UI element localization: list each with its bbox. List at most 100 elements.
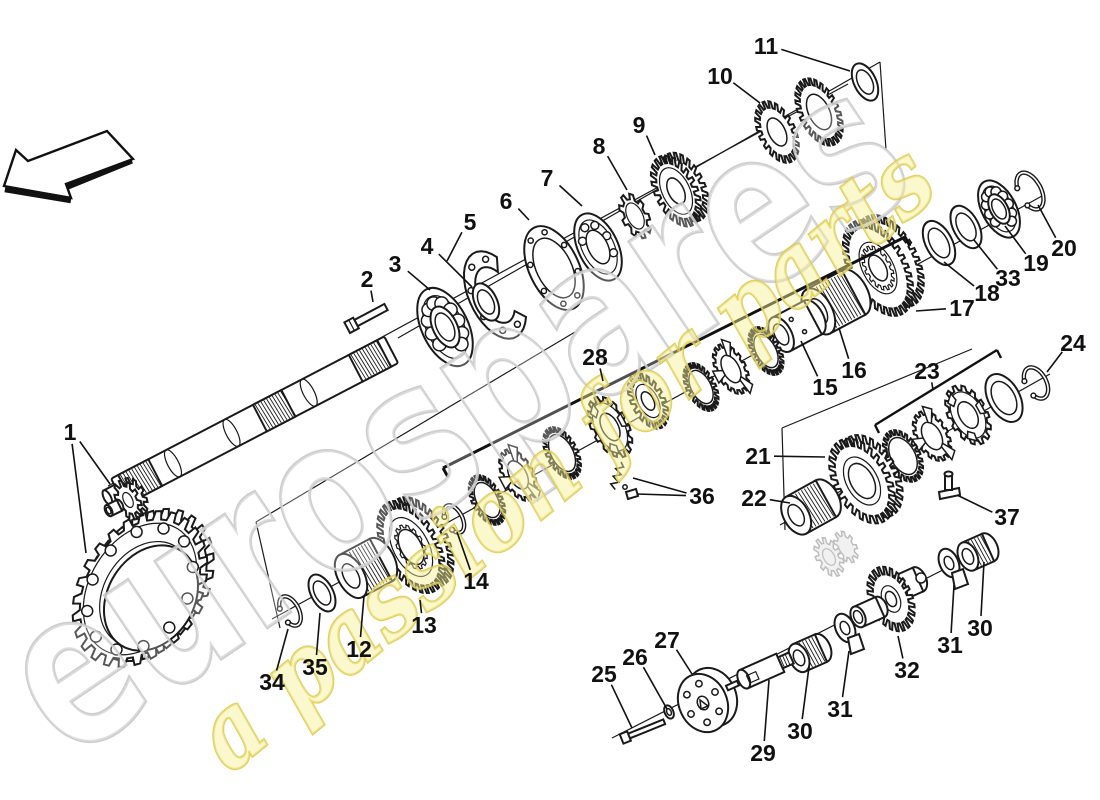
callout-leader [915, 308, 947, 312]
part-callout-30: 30 [787, 666, 813, 744]
part-callout-33: 33 [973, 239, 1021, 291]
callout-leader [769, 498, 791, 504]
callout-leader [841, 650, 850, 698]
part-number-label: 37 [994, 504, 1020, 530]
part-number-label: 23 [914, 358, 940, 384]
callout-leader [275, 628, 289, 671]
callout-leader [636, 493, 687, 497]
part-number-label: 24 [1060, 330, 1086, 356]
callout-leader [610, 684, 633, 729]
callout-leader [632, 477, 687, 494]
part-callout-29: 29 [750, 679, 776, 766]
callout-leader [801, 666, 810, 720]
direction-arrow-left [2, 129, 136, 204]
callout-leader [956, 494, 993, 513]
part-callout-6: 6 [500, 188, 530, 221]
part-callout-4: 4 [421, 233, 473, 288]
part-number-label: 28 [582, 344, 608, 370]
arrow-shadow-tail [67, 158, 133, 190]
part-callout-31: 31 [827, 650, 853, 722]
part-callout-16: 16 [838, 327, 867, 383]
part-number-label: 15 [812, 374, 838, 400]
part-callout-28: 28 [582, 344, 608, 382]
callout-leader [1046, 351, 1063, 373]
callout-leader [675, 649, 693, 675]
part-callout-37: 37 [956, 494, 1020, 530]
callout-leader [645, 135, 656, 156]
part-number-label: 4 [421, 233, 434, 259]
part-number-label: 30 [967, 615, 993, 641]
callout-leader [315, 612, 321, 656]
part-number-label: 33 [995, 265, 1021, 291]
part-number-label: 30 [787, 718, 813, 744]
part-number-label: 20 [1051, 235, 1077, 261]
part-callout-7: 7 [541, 165, 583, 207]
part-callout-22: 22 [741, 485, 791, 511]
callout-leader [1004, 225, 1027, 255]
part-number-label: 22 [741, 485, 767, 511]
part-callout-11: 11 [754, 33, 851, 72]
callout-leader [446, 231, 463, 262]
part-callout-20: 20 [1037, 204, 1077, 261]
part-callout-15: 15 [800, 340, 838, 400]
part-number-label: 1 [64, 419, 77, 445]
part-callout-19: 19 [1004, 225, 1049, 276]
part-number-label: 16 [841, 357, 867, 383]
part-callout-26: 26 [622, 644, 668, 710]
arrow-shadow-head [4, 185, 72, 204]
part-number-label: 36 [689, 483, 715, 509]
part-callout-32: 32 [894, 635, 920, 683]
part-callout-2: 2 [361, 266, 374, 303]
part-number-label: 27 [654, 627, 680, 653]
part-number-label: 10 [707, 63, 733, 89]
part-number-label: 29 [750, 740, 776, 766]
part-number-label: 11 [754, 33, 779, 59]
part-callout-17: 17 [915, 295, 975, 321]
part-number-label: 21 [745, 443, 771, 469]
part-callout-36: 36 [632, 477, 715, 509]
callout-leader [1037, 204, 1057, 239]
callout-leader [558, 184, 583, 207]
part-number-label: 5 [464, 209, 477, 235]
part-callout-12: 12 [346, 595, 372, 662]
part-callout-30: 30 [967, 561, 993, 641]
callout-leader [407, 270, 431, 291]
part-callout-13: 13 [411, 599, 437, 638]
callout-leader [931, 382, 934, 391]
callout-leader [370, 290, 374, 303]
diagram-linework [71, 61, 1051, 745]
part-callout-35: 35 [302, 612, 328, 680]
callout-leader [456, 531, 471, 571]
callout-leader [897, 635, 904, 659]
callout-leader [838, 327, 850, 359]
part-number-label: 13 [411, 612, 437, 638]
part-callout-23: 23 [914, 358, 940, 391]
callout-leader [980, 561, 985, 617]
callout-leader [642, 666, 668, 710]
part-callout-10: 10 [707, 63, 761, 104]
callout-leader [599, 368, 604, 382]
part-number-label: 3 [389, 251, 402, 277]
part-number-label: 31 [827, 696, 853, 722]
part-callout-34: 34 [259, 628, 289, 695]
callout-leader [606, 155, 628, 191]
part-number-label: 17 [949, 295, 975, 321]
part-number-label: 8 [593, 133, 606, 159]
part-callout-8: 8 [593, 133, 628, 191]
callout-leader [79, 441, 111, 485]
callout-leader [359, 595, 365, 638]
part-number-label: 32 [894, 657, 920, 683]
part-callout-21: 21 [745, 443, 826, 469]
callout-leader [517, 208, 530, 221]
part-callout-24: 24 [1046, 330, 1086, 373]
part-callout-18: 18 [943, 261, 1000, 306]
callout-leader [800, 340, 819, 377]
callout-leader [71, 443, 87, 554]
part-number-label: 35 [302, 654, 328, 680]
part-number-label: 26 [622, 644, 648, 670]
callout-leader [781, 48, 851, 72]
part-number-label: 6 [500, 188, 513, 214]
part-callout-25: 25 [591, 661, 633, 729]
